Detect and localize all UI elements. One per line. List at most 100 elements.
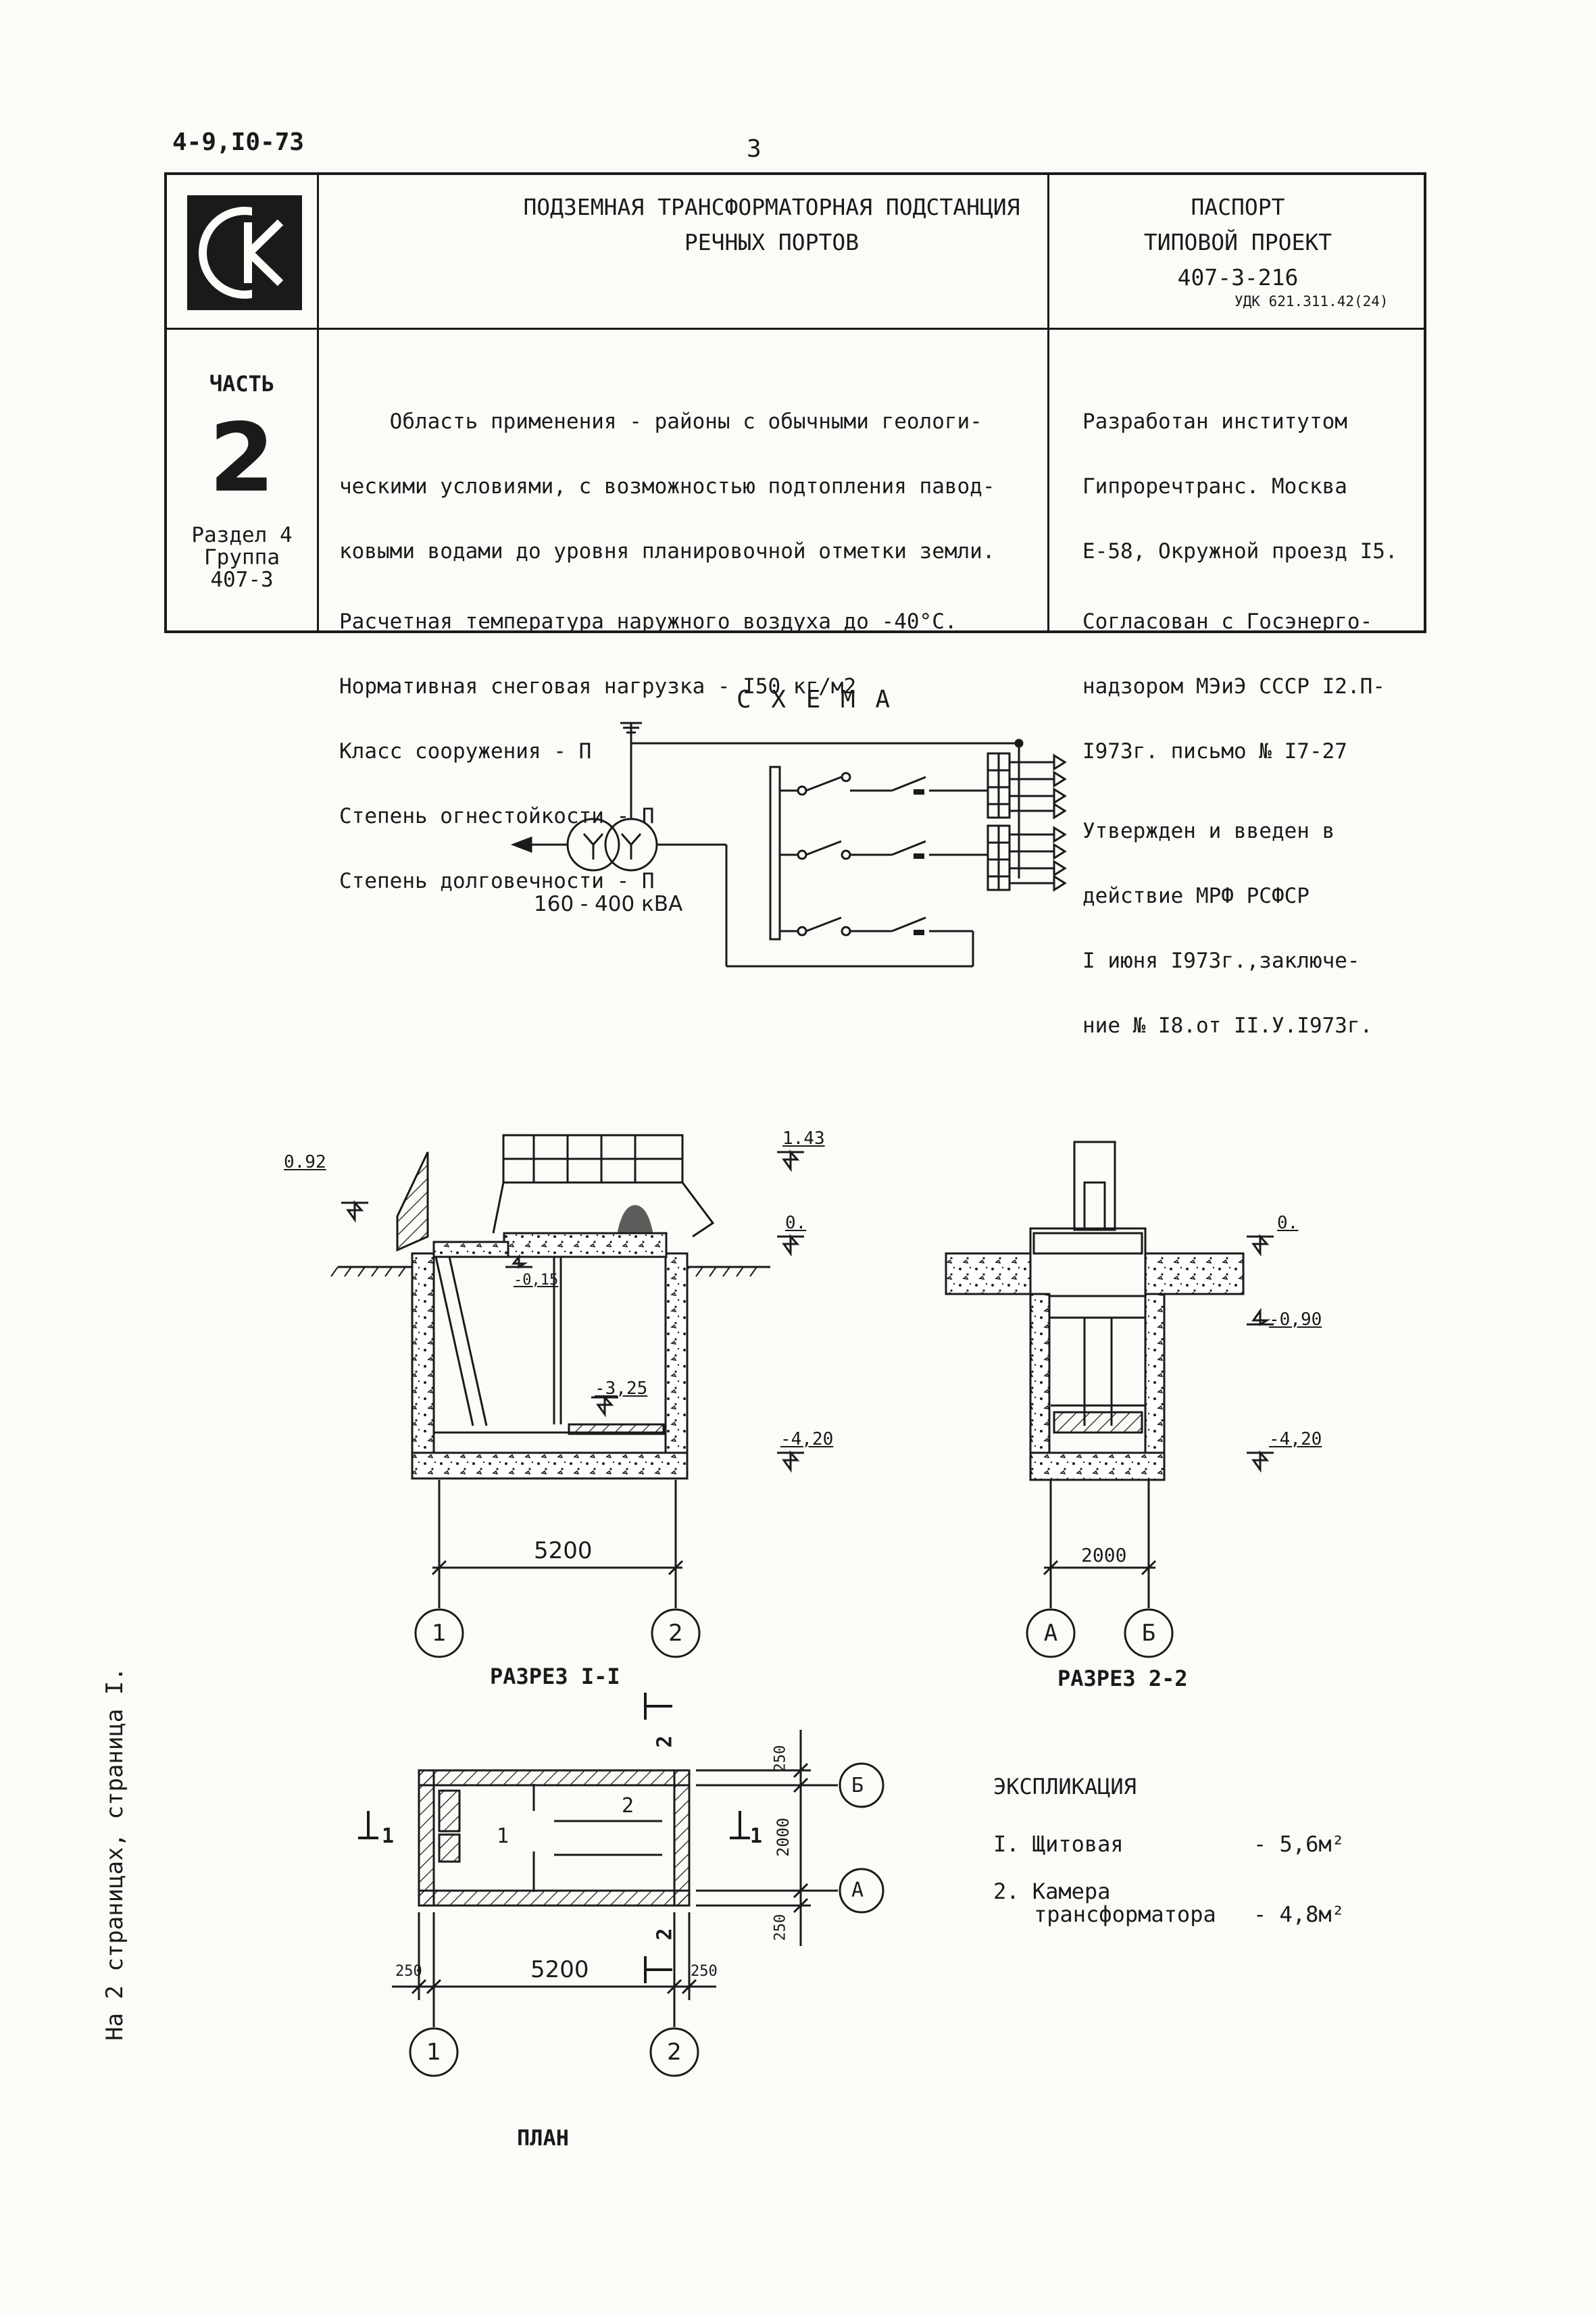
feeder-2 [780, 840, 988, 860]
axis-label-a: А [851, 1878, 864, 1902]
section-1-title: РАЗРЕЗ I-I [490, 1664, 620, 1689]
axis-bubble-a [1026, 1608, 1076, 1658]
axis-bubble-b [839, 1762, 884, 1808]
feeder-1 [780, 772, 988, 796]
mark-325: -3,25 [595, 1378, 648, 1399]
axis-label-a: А [1043, 1620, 1058, 1647]
description-line: Класс сооружения - П [339, 739, 592, 764]
axis-label-1: 1 [432, 1620, 447, 1647]
single-line-diagram [510, 722, 1067, 968]
dim-5200: 5200 [534, 1537, 593, 1564]
description-line: Расчетная температура наружного воздуха … [339, 609, 957, 634]
developer-line: Разработан институтом [1082, 409, 1347, 434]
developer-line: Утвержден и введен в [1082, 819, 1335, 843]
group-label: Группа [204, 545, 280, 570]
axis-label-b: Б [1141, 1620, 1156, 1647]
star-symbol-icon [582, 833, 604, 860]
ground-icon [620, 722, 642, 734]
transformer-power: 160 - 400 кВА [534, 892, 683, 916]
explication-item-2-name-cont: трансформатора [1034, 1901, 1216, 1927]
explication-item-1-value: - 5,6м² [1253, 1831, 1345, 1857]
mark-015: -0,15 [514, 1272, 559, 1289]
room-1-label: 1 [497, 1824, 509, 1848]
axis-bubble-2 [651, 1608, 701, 1658]
plan-title: ПЛАН [517, 2125, 570, 2151]
project-type: ТИПОВОЙ ПРОЕКТ [1143, 229, 1332, 255]
description-line: Степень долговечности - П [339, 869, 655, 893]
mark-420: -4,20 [780, 1429, 834, 1449]
busbar [769, 766, 781, 941]
axis-bubble-a [839, 1868, 884, 1914]
explication-item-1-name: I. Щитовая [993, 1831, 1124, 1857]
explication-item-2-name: 2. Камера [993, 1878, 1111, 1904]
developer-line: Гипроречтранс. Москва [1082, 474, 1347, 499]
organization-logo [187, 195, 302, 310]
page-count-note: На 2 страницах, страница I. [101, 1667, 128, 2041]
mark-0: 0. [1277, 1213, 1299, 1233]
section-1-drawing [330, 1134, 804, 1658]
axis-bubble-1 [409, 2027, 459, 2077]
mark-090: -0,90 [1269, 1310, 1322, 1330]
project-number: 407-3-216 [1177, 264, 1299, 291]
developer-line: Согласован с Госэнерго- [1082, 609, 1373, 634]
description-line: Нормативная снеговая нагрузка - I50 кг/м… [339, 674, 857, 699]
cut-mark-left: 1 [382, 1824, 395, 1848]
header-table: ПОДЗЕМНАЯ ТРАНСФОРМАТОРНАЯ ПОДСТАНЦИЯ РЕ… [164, 172, 1426, 1037]
explication-title: ЭКСПЛИКАЦИЯ [993, 1774, 1137, 1799]
room-2-label: 2 [622, 1794, 634, 1818]
feeder-3 [780, 916, 973, 937]
page-number: 3 [747, 135, 762, 163]
description-line: Степень огнестойкости - П [339, 804, 655, 828]
axis-label-2: 2 [668, 1620, 683, 1647]
passport-label: ПАСПОРТ [1191, 194, 1285, 220]
axis-label-b: Б [851, 1774, 864, 1797]
section-2-drawing [945, 1141, 1274, 1658]
transformer-winding-1 [566, 818, 620, 872]
ck-logo-icon [199, 207, 293, 299]
mark-420: -4,20 [1269, 1429, 1322, 1449]
description-block: Область применения - районы с обычными г… [339, 368, 995, 935]
part-label: ЧАСТЬ [209, 371, 275, 397]
group-number: 407-3 [210, 568, 274, 592]
cut-mark-top: 2 [653, 1735, 677, 1748]
cut-mark-bottom: 2 [653, 1928, 677, 1941]
fuse-block [987, 824, 1000, 891]
arrow-icon [510, 836, 532, 853]
outgoing-arrows [1009, 753, 1067, 892]
explication-item-2-value: - 4,8м² [1253, 1901, 1345, 1927]
dim-wall-bottom: 250 [772, 1914, 789, 1941]
dim-width: 2000 [773, 1818, 793, 1857]
axis-label-1: 1 [426, 2039, 441, 2066]
axis-bubble-1 [414, 1608, 464, 1658]
description-line: ческими условиями, с возможностью подтоп… [339, 474, 995, 499]
developer-line: Е-58, Окружной проезд I5. [1082, 539, 1398, 564]
axis-label-2: 2 [667, 2039, 682, 2066]
mark-092: 0.92 [284, 1152, 326, 1172]
fuse-block [987, 752, 1000, 819]
developer-line: I973г. письмо № I7-27 [1082, 739, 1347, 764]
mark-0: 0. [785, 1213, 807, 1233]
dim-wall-left: 250 [395, 1963, 422, 1980]
description-line: Область применения - районы с обычными г… [339, 409, 982, 434]
dim-5200: 5200 [530, 1956, 589, 1983]
developer-line: надзором МЭиЭ СССР I2.П- [1082, 674, 1385, 699]
cut-mark-right: 1 [750, 1824, 763, 1848]
star-symbol-icon [620, 833, 642, 860]
description-line: ковыми водами до уровня планировочной от… [339, 539, 995, 564]
mark-143: 1.43 [782, 1128, 825, 1149]
developer-line: ние № I8.от II.У.I973г. [1082, 1014, 1373, 1038]
title-line-1: ПОДЗЕМНАЯ ТРАНСФОРМАТОРНАЯ ПОДСТАНЦИЯ [523, 194, 1020, 220]
section-label: Раздел 4 [191, 523, 293, 547]
axis-bubble-2 [649, 2027, 699, 2077]
axis-bubble-b [1124, 1608, 1174, 1658]
developer-line: I июня I973г.,заключе- [1082, 949, 1360, 973]
dim-2000: 2000 [1081, 1544, 1127, 1566]
document-code: 4-9,I0-73 [172, 128, 305, 156]
title-line-2: РЕЧНЫХ ПОРТОВ [684, 229, 859, 255]
section-2-title: РАЗРЕЗ 2-2 [1057, 1666, 1188, 1691]
plan-drawing [358, 1693, 884, 2077]
developer-block: Разработан институтом Гипроречтранс. Мос… [1082, 368, 1398, 1080]
developer-line: действие МРФ РСФСР [1082, 884, 1310, 908]
dim-wall-top: 250 [772, 1745, 789, 1772]
